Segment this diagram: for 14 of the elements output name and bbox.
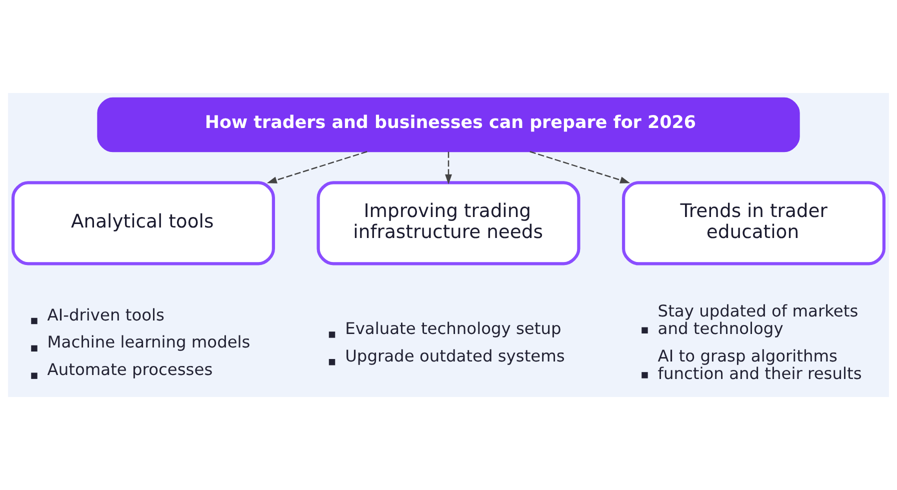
- node-box: How traders and businesses can prepare for 2026: [97, 97, 800, 152]
- node-label: AI to grasp algorithms function and their results: [658, 346, 862, 383]
- arrow: [445, 152, 452, 184]
- node-label: Stay updated of markets and technology: [658, 302, 858, 338]
- node-box: Trends in trader education: [622, 181, 886, 266]
- node-label: Upgrade outdated systems: [345, 346, 565, 366]
- node-label: Evaluate technology setup: [345, 318, 562, 338]
- node-label: Automate processes: [47, 360, 213, 380]
- node-box: Analytical tools: [12, 181, 275, 266]
- node-label: Machine learning models: [47, 332, 250, 352]
- node-box: Improving trading infrastructure needs: [316, 181, 580, 266]
- arrow: [266, 151, 368, 184]
- node-label: AI-driven tools: [47, 305, 164, 324]
- arrow: [530, 151, 630, 184]
